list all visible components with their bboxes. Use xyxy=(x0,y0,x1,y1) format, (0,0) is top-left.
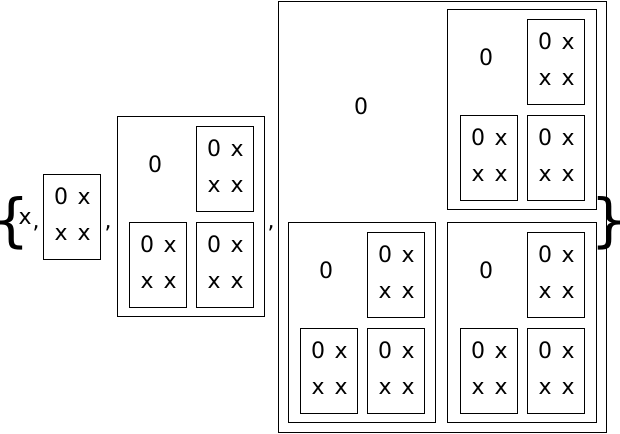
term-2-bottom-right-zero: 0 xyxy=(207,233,221,258)
term-3-bottom-right-bottom-left-x-top: x xyxy=(494,339,508,364)
term-2-bottom-left xyxy=(129,222,187,308)
term-2-top-right-x-bottom-right: x xyxy=(230,173,244,198)
term-2-top-right-x-bottom-left: x xyxy=(207,173,221,198)
term-3-top-right-top-right-zero: 0 xyxy=(538,30,552,55)
term-2-bottom-right-x-bottom-right: x xyxy=(230,269,244,294)
term-3-bottom-left-bottom-left-x-bottom-right: x xyxy=(334,375,348,400)
separator-2: , xyxy=(104,209,112,234)
term-3-bottom-left-top-right-x-top: x xyxy=(401,243,415,268)
term-3-bottom-left-bottom-right-zero: 0 xyxy=(378,339,392,364)
term-2-top-right-zero: 0 xyxy=(207,137,221,162)
term-3-bottom-left-block xyxy=(288,222,436,423)
term-3-bottom-left-top-right xyxy=(367,232,425,318)
term-3-bottom-right-bottom-left-x-bottom-right: x xyxy=(494,375,508,400)
open-brace: { xyxy=(0,191,29,249)
term-0: x xyxy=(18,205,32,230)
term-3-bottom-right-top-right-zero: 0 xyxy=(538,243,552,268)
term-3-bottom-left-bottom-right xyxy=(367,328,425,414)
term-3-bottom-right-bottom-right-x-bottom-left: x xyxy=(538,375,552,400)
term-3-bottom-right-block xyxy=(447,222,597,423)
term-2-zero: 0 xyxy=(148,153,162,178)
separator-3: , xyxy=(267,209,275,234)
term-3-bottom-left-top-right-x-bottom-right: x xyxy=(401,279,415,304)
term-2-bottom-right xyxy=(196,222,254,308)
term-2-bottom-right-x-top: x xyxy=(230,233,244,258)
term-3-bottom-left-zero: 0 xyxy=(319,259,333,284)
term-3-bottom-right-bottom-left-zero: 0 xyxy=(471,339,485,364)
term-3-top-right-block xyxy=(447,9,597,210)
term-3-bottom-left-bottom-right-x-bottom-right: x xyxy=(401,375,415,400)
term-3-bottom-right-top-right-x-bottom-left: x xyxy=(538,279,552,304)
term-2-bottom-left-x-top: x xyxy=(163,233,177,258)
term-3-top-right-top-right xyxy=(527,19,585,105)
term-3-top-right-bottom-left-x-bottom-left: x xyxy=(471,162,485,187)
term-2-bottom-left-x-bottom-right: x xyxy=(163,269,177,294)
term-3-bottom-left-top-right-x-bottom-left: x xyxy=(378,279,392,304)
term-3-bottom-right-bottom-left xyxy=(460,328,518,414)
term-2-bottom-left-zero: 0 xyxy=(140,233,154,258)
term-3-bottom-right-top-right-x-top: x xyxy=(561,243,575,268)
term-3-top-right-bottom-left-zero: 0 xyxy=(471,126,485,151)
term-3-top-right-zero: 0 xyxy=(479,46,493,71)
term-3-top-right-top-right-x-top: x xyxy=(561,30,575,55)
term-3-bottom-left-bottom-left-zero: 0 xyxy=(311,339,325,364)
term-2-top-right xyxy=(196,126,254,212)
term-2-bottom-left-x-bottom-left: x xyxy=(140,269,154,294)
term-1-base-x-bottom-left: x xyxy=(54,221,68,246)
term-3-top-right-top-right-x-bottom-left: x xyxy=(538,66,552,91)
term-3-top-right-bottom-left xyxy=(460,115,518,201)
term-3-top-right-bottom-left-x-bottom-right: x xyxy=(494,162,508,187)
term-3-bottom-right-top-right xyxy=(527,232,585,318)
term-2-top-right-x-top: x xyxy=(230,137,244,162)
term-3-top-right-top-right-x-bottom-right: x xyxy=(561,66,575,91)
term-1-base-zero: 0 xyxy=(54,185,68,210)
term-3-bottom-right-zero: 0 xyxy=(479,259,493,284)
term-3-bottom-right-bottom-right-zero: 0 xyxy=(538,339,552,364)
term-3-matrix xyxy=(278,1,607,433)
term-3-bottom-left-bottom-right-x-top: x xyxy=(401,339,415,364)
term-3-zero: 0 xyxy=(354,95,368,120)
close-brace: } xyxy=(591,191,620,249)
term-2-matrix xyxy=(117,116,265,317)
term-1-base xyxy=(43,174,101,260)
term-3-top-right-bottom-right-x-top: x xyxy=(561,126,575,151)
term-1-base-x-bottom-right: x xyxy=(77,221,91,246)
term-3-bottom-left-top-right-zero: 0 xyxy=(378,243,392,268)
term-3-bottom-right-bottom-left-x-bottom-left: x xyxy=(471,375,485,400)
term-2-bottom-right-x-bottom-left: x xyxy=(207,269,221,294)
term-3-top-right-bottom-right xyxy=(527,115,585,201)
term-3-bottom-left-bottom-right-x-bottom-left: x xyxy=(378,375,392,400)
term-3-bottom-right-bottom-right-x-top: x xyxy=(561,339,575,364)
separator-1: , xyxy=(32,209,40,234)
term-3-bottom-left-bottom-left-x-top: x xyxy=(334,339,348,364)
term-3-bottom-left-bottom-left xyxy=(300,328,358,414)
term-1-base-x-top: x xyxy=(77,185,91,210)
term-3-bottom-right-bottom-right xyxy=(527,328,585,414)
term-3-bottom-left-bottom-left-x-bottom-left: x xyxy=(311,375,325,400)
term-3-top-right-bottom-right-zero: 0 xyxy=(538,126,552,151)
term-3-bottom-right-top-right-x-bottom-right: x xyxy=(561,279,575,304)
term-3-top-right-bottom-right-x-bottom-right: x xyxy=(561,162,575,187)
term-3-top-right-bottom-right-x-bottom-left: x xyxy=(538,162,552,187)
term-3-bottom-right-bottom-right-x-bottom-right: x xyxy=(561,375,575,400)
term-3-top-right-bottom-left-x-top: x xyxy=(494,126,508,151)
